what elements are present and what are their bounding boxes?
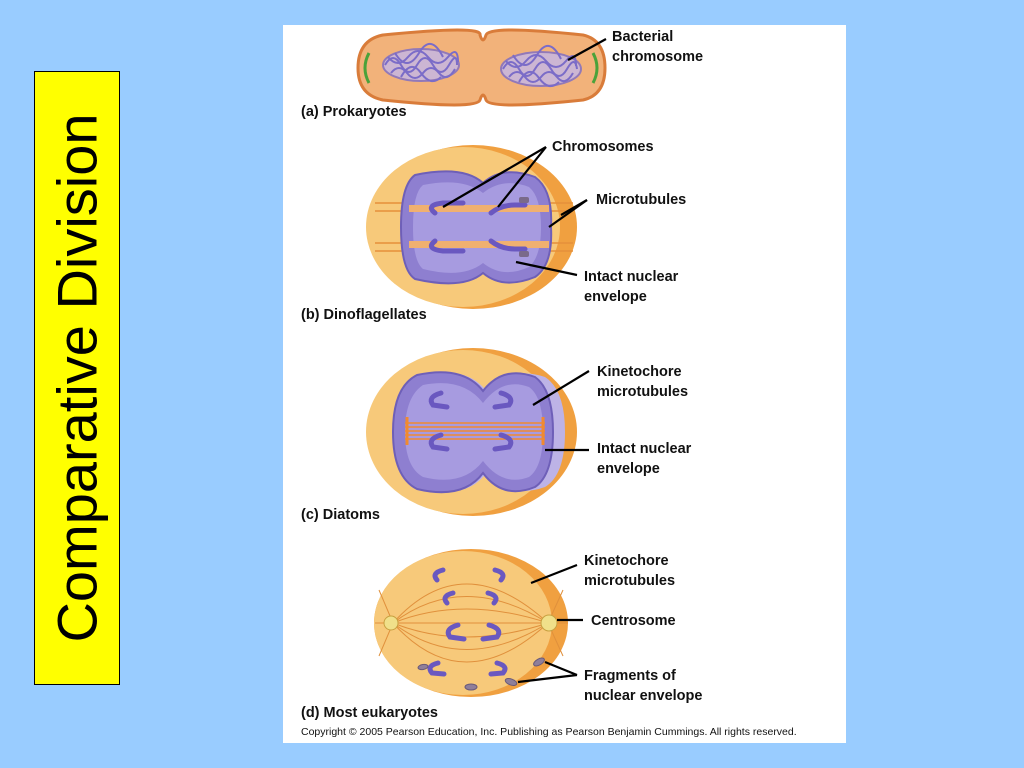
- chromosomes-b: [428, 200, 528, 254]
- label-nuclear-envelope-d: nuclear envelope: [584, 688, 702, 704]
- bacterial-chromosome-right: [500, 45, 582, 88]
- caption-diatoms: (c) Diatoms: [301, 507, 380, 523]
- leader-kinetochore-d: [530, 563, 578, 585]
- leader-kinetochore-c: [532, 370, 590, 406]
- cell-wall-green-left: [363, 52, 371, 84]
- caption-dinoflagellates: (b) Dinoflagellates: [301, 307, 427, 323]
- label-chromosome: chromosome: [612, 49, 703, 65]
- cell-wall-green-right: [591, 52, 599, 84]
- figure-panel: Bacterial chromosome (a) Prokaryotes C: [283, 25, 846, 743]
- caption-most-eukaryotes: (d) Most eukaryotes: [301, 705, 438, 721]
- slide-title-box: Comparative Division: [34, 71, 120, 685]
- label-kinetochore-d: Kinetochore: [584, 553, 669, 569]
- label-envelope-b: envelope: [584, 289, 647, 305]
- leader-fragments-2: [517, 673, 578, 684]
- label-bacterial: Bacterial: [612, 29, 673, 45]
- label-fragments: Fragments of: [584, 668, 676, 684]
- label-microtubules-d: microtubules: [584, 573, 675, 589]
- label-intact-nuclear-c: Intact nuclear: [597, 441, 692, 457]
- label-intact-nuclear-b: Intact nuclear: [584, 269, 679, 285]
- chromosomes-d: [427, 567, 508, 677]
- leader-intact-envelope-b: [515, 260, 578, 277]
- slide-title: Comparative Division: [45, 113, 109, 643]
- kinetochore-microtubules-c: [405, 417, 545, 445]
- panel-d-eukaryote: Kinetochore microtubules Centrosome Frag…: [301, 549, 702, 721]
- label-centrosome: Centrosome: [591, 613, 676, 629]
- leader-chromosomes-2: [497, 146, 547, 208]
- leader-microtubules-2: [548, 199, 588, 228]
- chromosomes-c: [428, 390, 514, 452]
- membrane-attachment-b: [519, 197, 529, 257]
- leader-fragments-1: [544, 660, 578, 677]
- copyright-notice: Copyright © 2005 Pearson Education, Inc.…: [301, 726, 797, 738]
- leader-chromosomes-1: [442, 146, 547, 208]
- centrosome-right: [540, 614, 558, 632]
- centrosome-left: [383, 615, 399, 631]
- channel-b-bottom: [409, 241, 549, 248]
- channel-b-top: [409, 205, 549, 212]
- label-microtubules: Microtubules: [596, 192, 686, 208]
- spindle-microtubules-d: [375, 583, 568, 663]
- figure-svg: Bacterial chromosome (a) Prokaryotes C: [301, 28, 797, 738]
- panel-a-prokaryote: Bacterial chromosome (a) Prokaryotes: [301, 28, 703, 120]
- envelope-fragments-d: [417, 657, 545, 691]
- caption-prokaryotes: (a) Prokaryotes: [301, 104, 407, 120]
- label-envelope-c: envelope: [597, 461, 660, 477]
- label-microtubules-c: microtubules: [597, 384, 688, 400]
- label-kinetochore-c: Kinetochore: [597, 364, 682, 380]
- panel-b-dinoflagellate: Chromosomes Microtubules Intact nuclear …: [301, 139, 686, 323]
- leader-bacterial-chromosome: [567, 38, 607, 61]
- nucleus-inner-b: [413, 182, 541, 273]
- label-chromosomes: Chromosomes: [552, 139, 654, 155]
- bacterial-chromosome-left: [382, 43, 460, 83]
- panel-c-diatom: Kinetochore microtubules Intact nuclear …: [301, 348, 692, 523]
